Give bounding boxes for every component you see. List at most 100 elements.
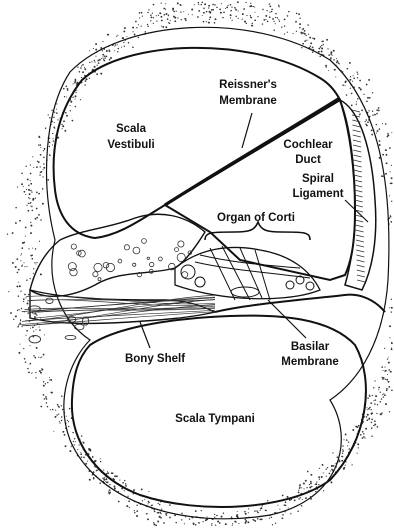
stipple-dot bbox=[148, 501, 150, 503]
stipple-dot bbox=[371, 422, 372, 423]
stipple-dot bbox=[391, 342, 392, 343]
stipple-dot bbox=[222, 17, 223, 18]
stipple-dot bbox=[215, 524, 216, 525]
stipple-dot bbox=[350, 88, 351, 89]
stipple-dot bbox=[106, 50, 108, 52]
ganglion-cell bbox=[65, 335, 76, 339]
stipple-dot bbox=[208, 7, 209, 8]
stipple-dot bbox=[388, 381, 390, 383]
stipple-dot bbox=[50, 155, 51, 156]
stipple-dot bbox=[43, 385, 45, 387]
stipple-dot bbox=[366, 84, 368, 86]
stipple-dot bbox=[59, 422, 60, 423]
stipple-dot bbox=[40, 372, 42, 374]
limbus-cell bbox=[70, 269, 77, 276]
stipple-dot bbox=[52, 144, 53, 145]
limbus-cell bbox=[178, 241, 184, 247]
stipple-dot bbox=[165, 3, 166, 4]
stipple-dot bbox=[293, 33, 294, 34]
stipple-dot bbox=[17, 272, 19, 274]
stipple-dot bbox=[118, 501, 120, 503]
stipple-dot bbox=[103, 59, 104, 60]
stipple-dot bbox=[24, 266, 25, 267]
stipple-dot bbox=[147, 518, 149, 520]
stipple-dot bbox=[49, 138, 50, 139]
stipple-dot bbox=[151, 504, 153, 506]
stipple-dot bbox=[123, 42, 124, 43]
stipple-dot bbox=[319, 479, 320, 480]
stipple-dot bbox=[305, 35, 306, 36]
stipple-dot bbox=[242, 13, 244, 15]
scala-tympani-label: Scala Tympani bbox=[175, 413, 255, 425]
stipple-dot bbox=[294, 500, 296, 502]
stipple-dot bbox=[371, 427, 372, 428]
stipple-dot bbox=[21, 308, 23, 310]
stipple-dot bbox=[250, 15, 251, 16]
stipple-dot bbox=[237, 511, 238, 512]
stipple-dot bbox=[216, 515, 217, 516]
stipple-dot bbox=[32, 254, 33, 255]
stipple-dot bbox=[147, 503, 148, 504]
stipple-dot bbox=[254, 510, 255, 511]
stipple-dot bbox=[330, 470, 331, 471]
stipple-dot bbox=[391, 311, 392, 312]
stipple-dot bbox=[369, 407, 371, 409]
limbus-cell bbox=[118, 259, 122, 263]
stipple-dot bbox=[134, 34, 136, 36]
stipple-dot bbox=[73, 83, 74, 84]
stipple-dot bbox=[75, 79, 77, 81]
stipple-dot bbox=[234, 7, 235, 8]
stipple-dot bbox=[366, 100, 368, 102]
stipple-dot bbox=[259, 519, 261, 521]
stipple-dot bbox=[373, 387, 374, 388]
stipple-dot bbox=[39, 241, 40, 242]
stipple-dot bbox=[273, 21, 274, 22]
stipple-dot bbox=[139, 12, 141, 14]
stipple-dot bbox=[33, 331, 34, 332]
stipple-dot bbox=[231, 516, 232, 517]
stipple-dot bbox=[275, 13, 277, 15]
stipple-dot bbox=[25, 297, 26, 298]
stipple-dot bbox=[310, 483, 312, 485]
stipple-dot bbox=[376, 109, 378, 111]
stipple-dot bbox=[43, 167, 45, 169]
stipple-dot bbox=[116, 36, 117, 37]
stipple-dot bbox=[92, 456, 94, 458]
stipple-dot bbox=[358, 87, 360, 89]
stipple-dot bbox=[159, 504, 160, 505]
stipple-dot bbox=[389, 307, 390, 308]
stipple-dot bbox=[30, 164, 31, 165]
stipple-dot bbox=[388, 369, 390, 371]
stipple-dot bbox=[30, 278, 31, 279]
stipple-dot bbox=[102, 477, 104, 479]
bony-shelf-label: Bony Shelf bbox=[125, 353, 185, 365]
ligament-tick bbox=[353, 140, 361, 142]
stipple-dot bbox=[125, 485, 127, 487]
stipple-dot bbox=[201, 510, 202, 511]
stipple-dot bbox=[136, 515, 138, 517]
stipple-dot bbox=[299, 27, 300, 28]
stipple-dot bbox=[379, 140, 381, 142]
limbus-cell bbox=[159, 257, 163, 261]
stipple-dot bbox=[198, 10, 200, 12]
stipple-dot bbox=[12, 262, 14, 264]
stipple-dot bbox=[391, 177, 393, 179]
stipple-dot bbox=[211, 523, 212, 524]
stipple-dot bbox=[316, 482, 317, 483]
stipple-dot bbox=[45, 396, 46, 397]
stipple-dot bbox=[136, 27, 137, 28]
stipple-dot bbox=[65, 112, 67, 114]
stipple-dot bbox=[265, 15, 267, 17]
stipple-dot bbox=[55, 416, 57, 418]
stipple-dot bbox=[298, 490, 299, 491]
stipple-dot bbox=[336, 60, 338, 62]
stipple-dot bbox=[188, 14, 189, 15]
stipple-dot bbox=[36, 314, 38, 316]
stipple-dot bbox=[326, 476, 327, 477]
stipple-dot bbox=[385, 370, 387, 372]
stipple-dot bbox=[31, 258, 33, 260]
stipple-dot bbox=[267, 500, 268, 501]
stipple-dot bbox=[381, 366, 383, 368]
stipple-dot bbox=[285, 504, 287, 506]
stipple-dot bbox=[161, 26, 162, 27]
